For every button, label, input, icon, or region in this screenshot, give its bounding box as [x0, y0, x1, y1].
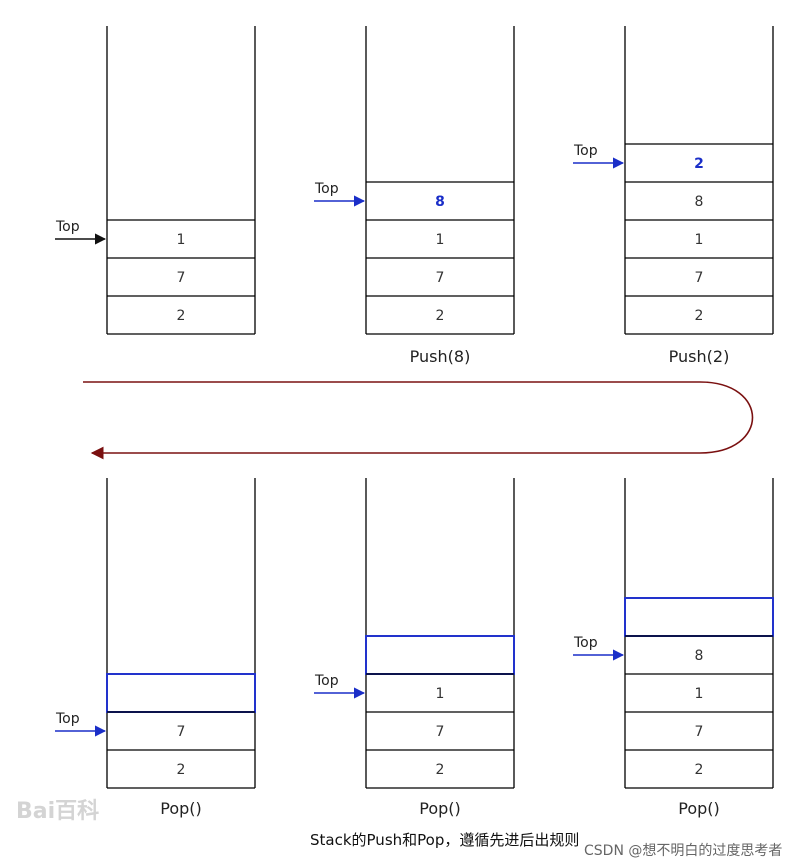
stack-cell-value: 2: [177, 308, 186, 324]
top-pointer-label: Top: [55, 711, 80, 727]
operation-caption: Push(2): [669, 347, 730, 366]
stack-cell-value: 1: [695, 232, 704, 248]
popped-cell: [624, 597, 774, 637]
stack-cell-value: 7: [695, 724, 704, 740]
stack-cell-value: 8: [695, 648, 704, 664]
popped-cell: [106, 673, 256, 713]
csdn-watermark: CSDN @想不明白的过度思考者: [584, 843, 782, 859]
stacks-layer: 172Top8172TopPush(8)28172TopPush(2)72Top…: [55, 26, 774, 818]
operation-caption: Push(8): [410, 347, 471, 366]
stack-cell-value: 2: [177, 762, 186, 778]
stack-cell-value: 7: [436, 270, 445, 286]
top-pointer-label: Top: [314, 181, 339, 197]
stack-cell-value: 2: [695, 762, 704, 778]
stack-cell-value: 7: [695, 270, 704, 286]
stack-cell-value: 1: [177, 232, 186, 248]
stack-s1: 1 7 2 Top: [55, 26, 256, 335]
stack-cell-value: 8: [435, 194, 445, 210]
stack-cell-value: 7: [436, 724, 445, 740]
stack-cell-value: 1: [436, 232, 445, 248]
stack-cell-value: 2: [436, 308, 445, 324]
operation-caption: Pop(): [678, 799, 720, 818]
stack-cell-value: 7: [177, 724, 186, 740]
flow-arrow: [83, 381, 754, 460]
baidu-logo: Bai百科: [16, 799, 99, 824]
diagram-title: Stack的Push和Pop，遵循先进后出规则: [310, 831, 579, 849]
top-pointer-label: Top: [573, 143, 598, 159]
operation-caption: Pop(): [419, 799, 461, 818]
stack-cell-value: 1: [436, 686, 445, 702]
popped-cell: [365, 635, 515, 675]
top-pointer-label: Top: [573, 635, 598, 651]
stack-cell-value: 2: [694, 156, 704, 172]
stack-cell-value: 2: [695, 308, 704, 324]
stack-cell-value: 1: [695, 686, 704, 702]
stack-cell-value: 2: [436, 762, 445, 778]
top-pointer-label: Top: [314, 673, 339, 689]
stack-cell-value: 8: [695, 194, 704, 210]
operation-caption: Pop(): [160, 799, 202, 818]
stack-cell-value: 7: [177, 270, 186, 286]
top-pointer-label: Top: [55, 219, 80, 235]
